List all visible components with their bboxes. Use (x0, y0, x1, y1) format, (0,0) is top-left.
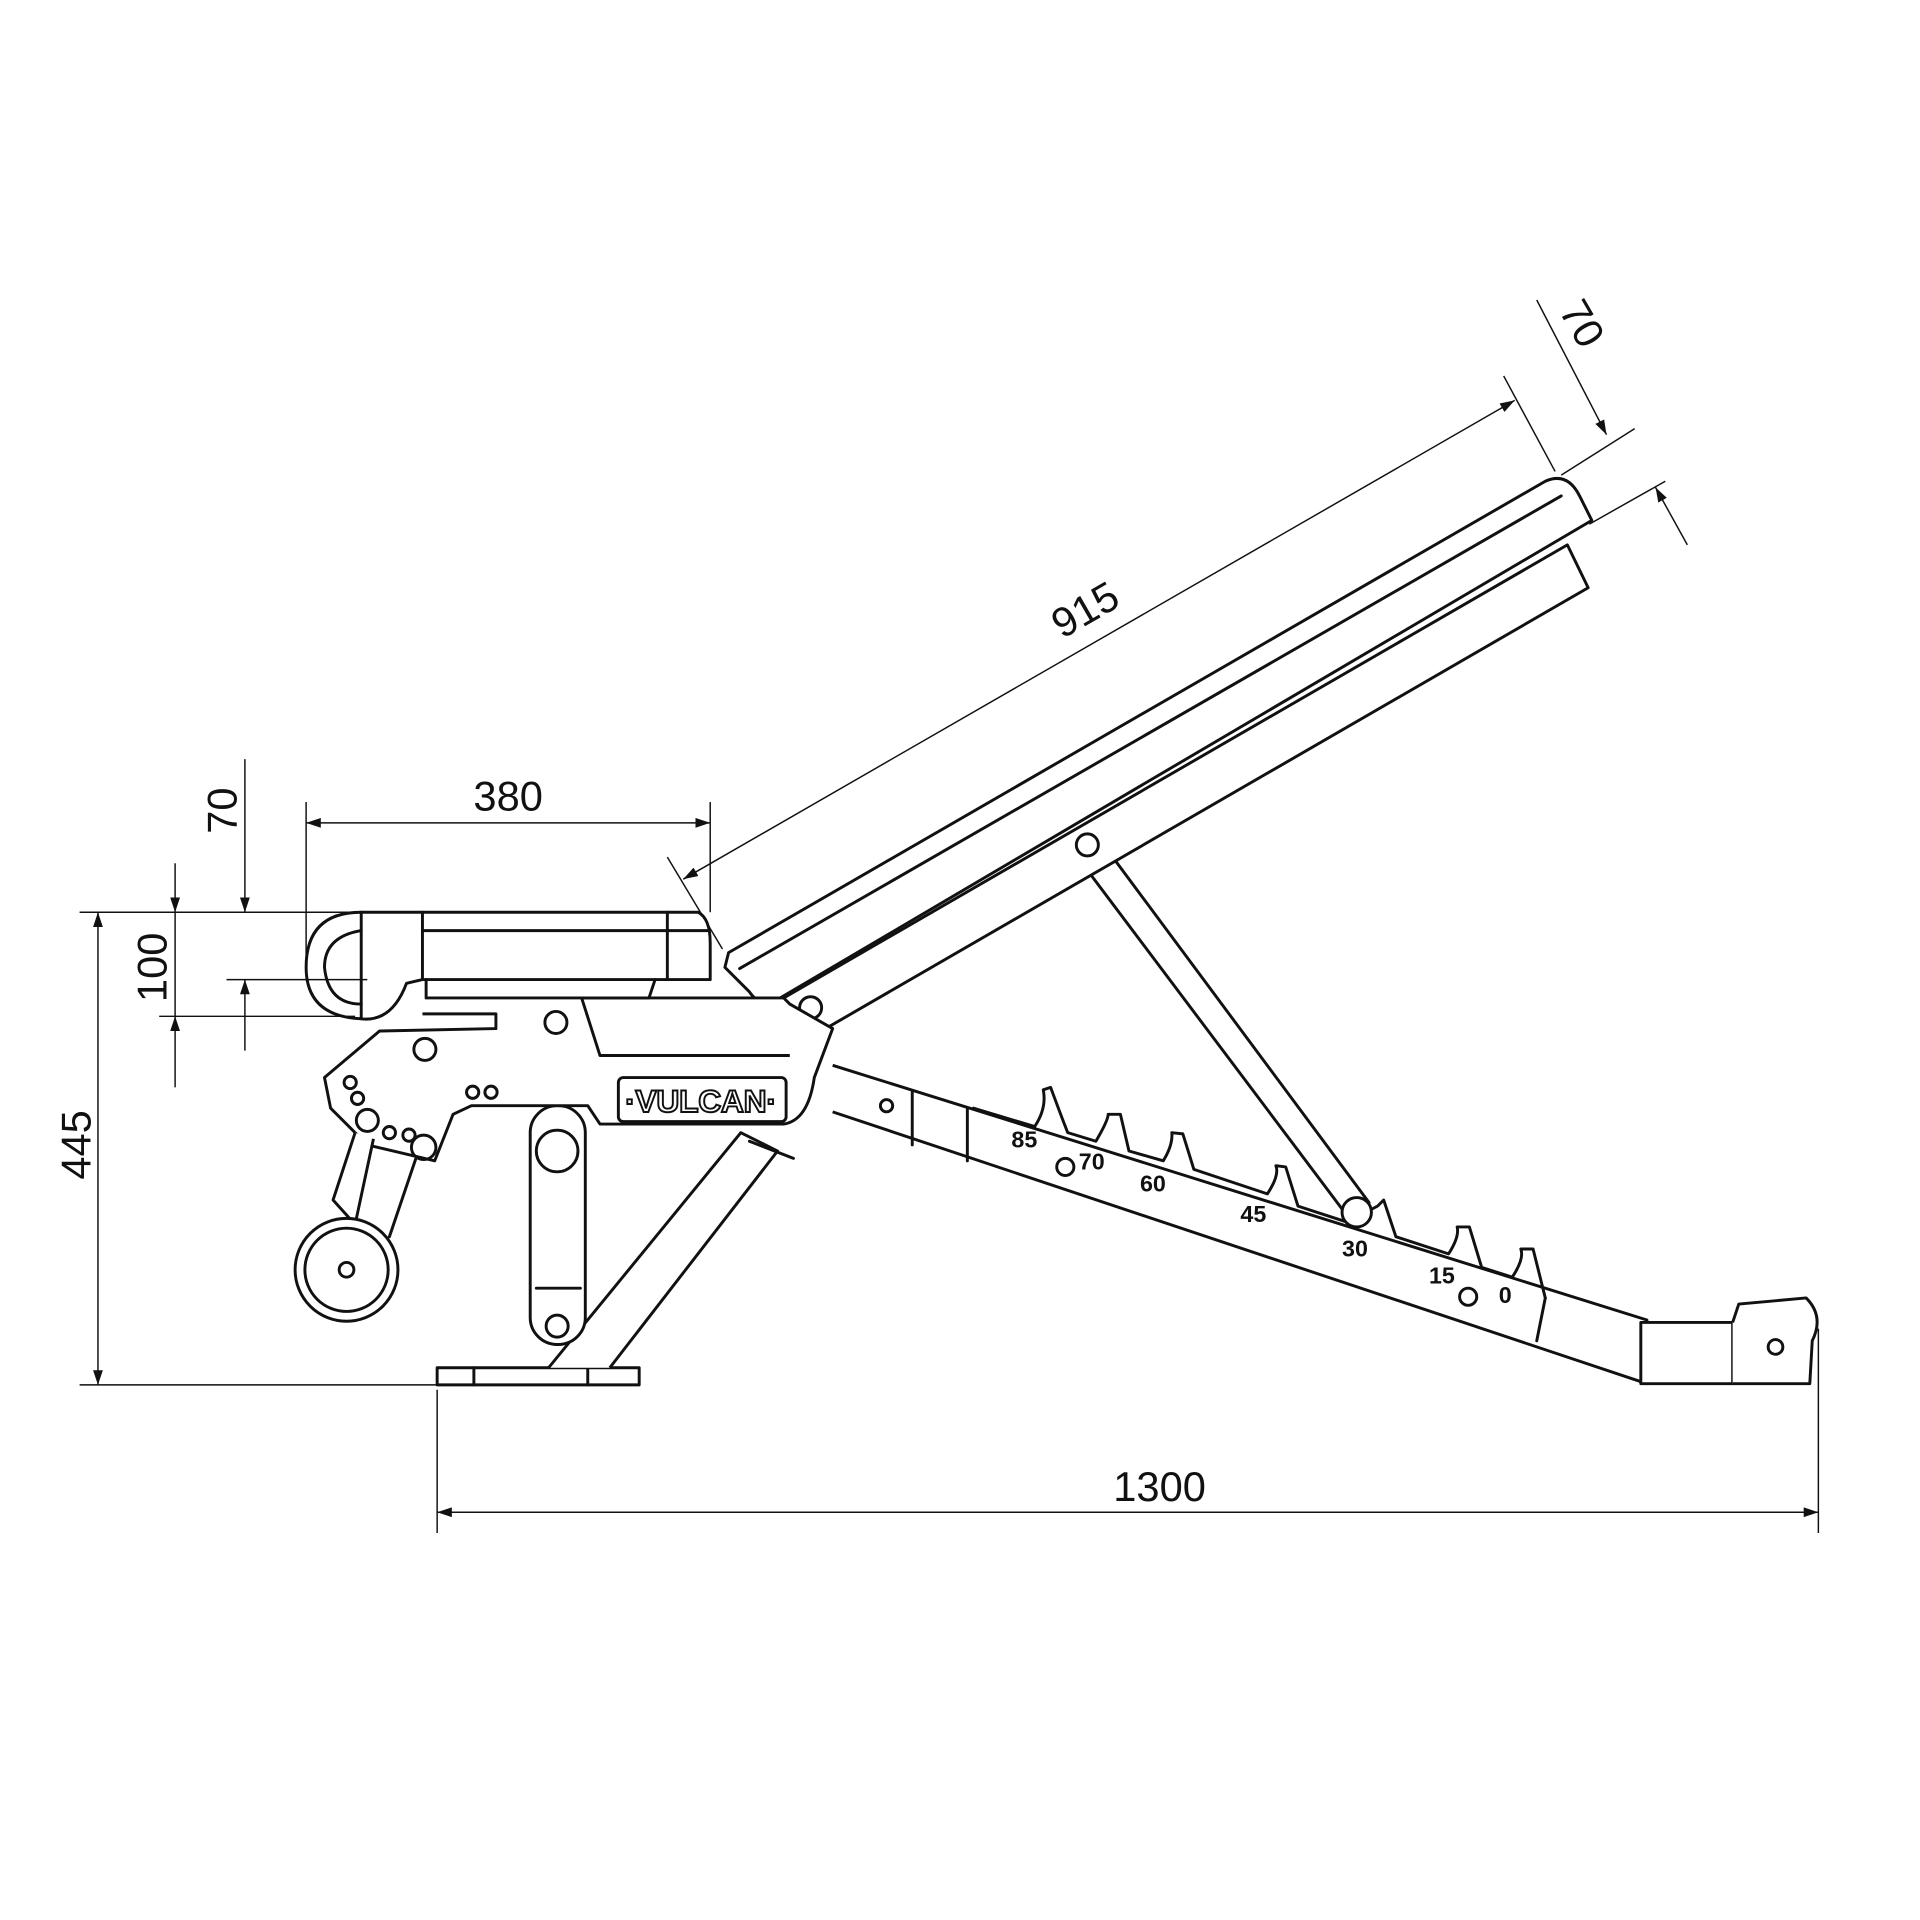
link-pivot-top (534, 1128, 580, 1174)
brand-plate: ·VULCAN· (616, 1076, 788, 1124)
dimension-70-seat: 70 (198, 759, 368, 1051)
dimension-445: 445 (53, 911, 438, 1386)
dimension-label-length: 1300 (1113, 1463, 1206, 1510)
dimension-label-back-length: 915 (1043, 572, 1127, 647)
angle-notches (972, 1085, 1547, 1300)
front-leg-diagonal (547, 1131, 795, 1369)
dimension-1300: 1300 (436, 1328, 1820, 1534)
angle-label-85: 85 (1011, 1126, 1037, 1152)
seat-pad (304, 910, 712, 1021)
base-plate (435, 1366, 641, 1387)
dimension-label-seat-length: 380 (473, 773, 542, 820)
dimension-label-height: 445 (53, 1110, 100, 1179)
vertical-link (528, 1104, 587, 1346)
angle-labels: 85 70 60 45 30 15 0 (1011, 1126, 1511, 1308)
front-foot (1639, 1296, 1819, 1386)
seat-adjust-arm (331, 1132, 418, 1239)
angle-label-15: 15 (1429, 1262, 1455, 1288)
transport-wheel (293, 1216, 400, 1323)
dimension-100: 100 (129, 863, 356, 1088)
angle-label-0: 0 (1499, 1282, 1512, 1308)
brand-logo: ·VULCAN· (625, 1083, 778, 1119)
angle-label-45: 45 (1240, 1201, 1266, 1227)
dimension-label-seat-thickness: 70 (198, 787, 245, 833)
dimension-label-seat-height: 100 (129, 933, 176, 1002)
angle-label-30: 30 (1342, 1235, 1368, 1261)
link-pivot-bottom (544, 1313, 570, 1339)
angle-label-60: 60 (1140, 1170, 1166, 1196)
angle-label-70: 70 (1079, 1148, 1105, 1174)
rear-strut (1076, 850, 1373, 1229)
